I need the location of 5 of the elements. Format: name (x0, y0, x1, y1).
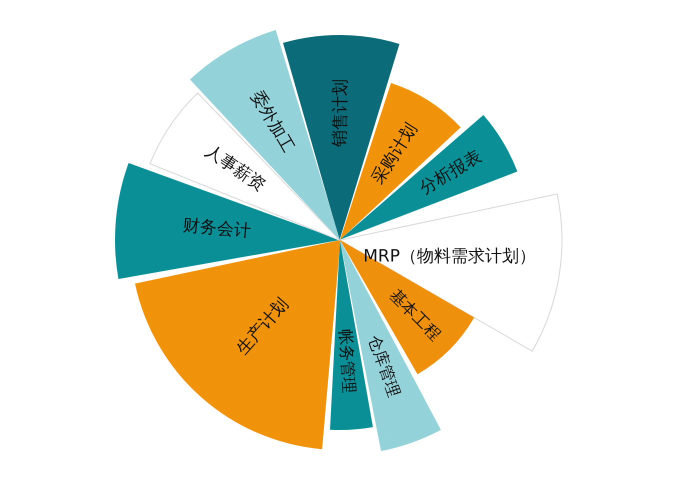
segment-label: 帐务管理 (337, 328, 358, 394)
segment-label: MRP（物料需求计划） (363, 248, 536, 266)
segment-label: 财务会计 (182, 218, 252, 241)
segment-label: 销售计划 (332, 78, 350, 147)
segment-label: 生产计划 (234, 295, 292, 358)
